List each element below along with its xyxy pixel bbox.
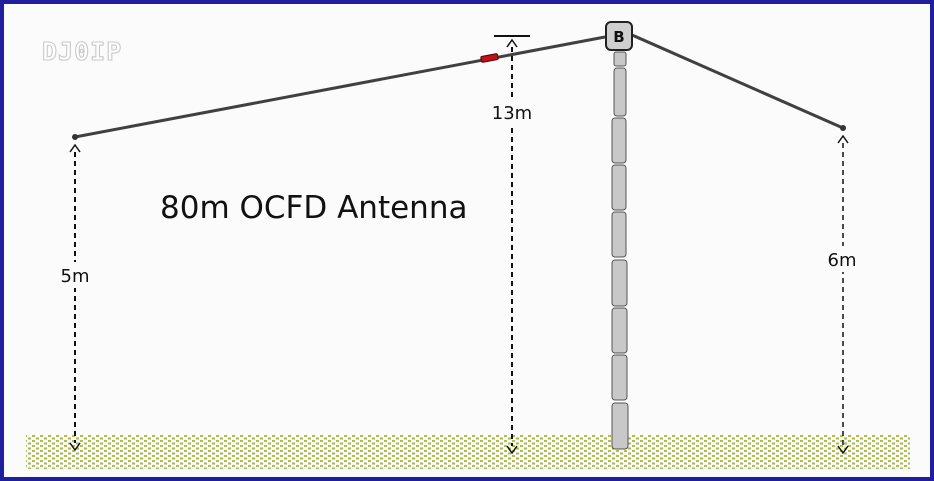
right-height-arrow [837,134,849,455]
ground-strip [26,435,910,469]
mast [611,51,629,450]
right-height-label: 6m [828,250,857,271]
right-wire [631,33,844,130]
right-end-node [840,125,846,131]
feed-insulator [480,53,499,63]
left-height-arrow [69,143,81,452]
left-wire [74,35,606,139]
left-end-node [72,134,78,140]
balun: B [605,21,633,51]
watermark: DJ0IP [42,37,122,66]
left-height-label: 5m [61,266,90,287]
diagram-title: 80m OCFD Antenna [160,190,467,226]
feed-height-label: 13m [492,103,532,124]
balun-label: B [613,28,624,46]
